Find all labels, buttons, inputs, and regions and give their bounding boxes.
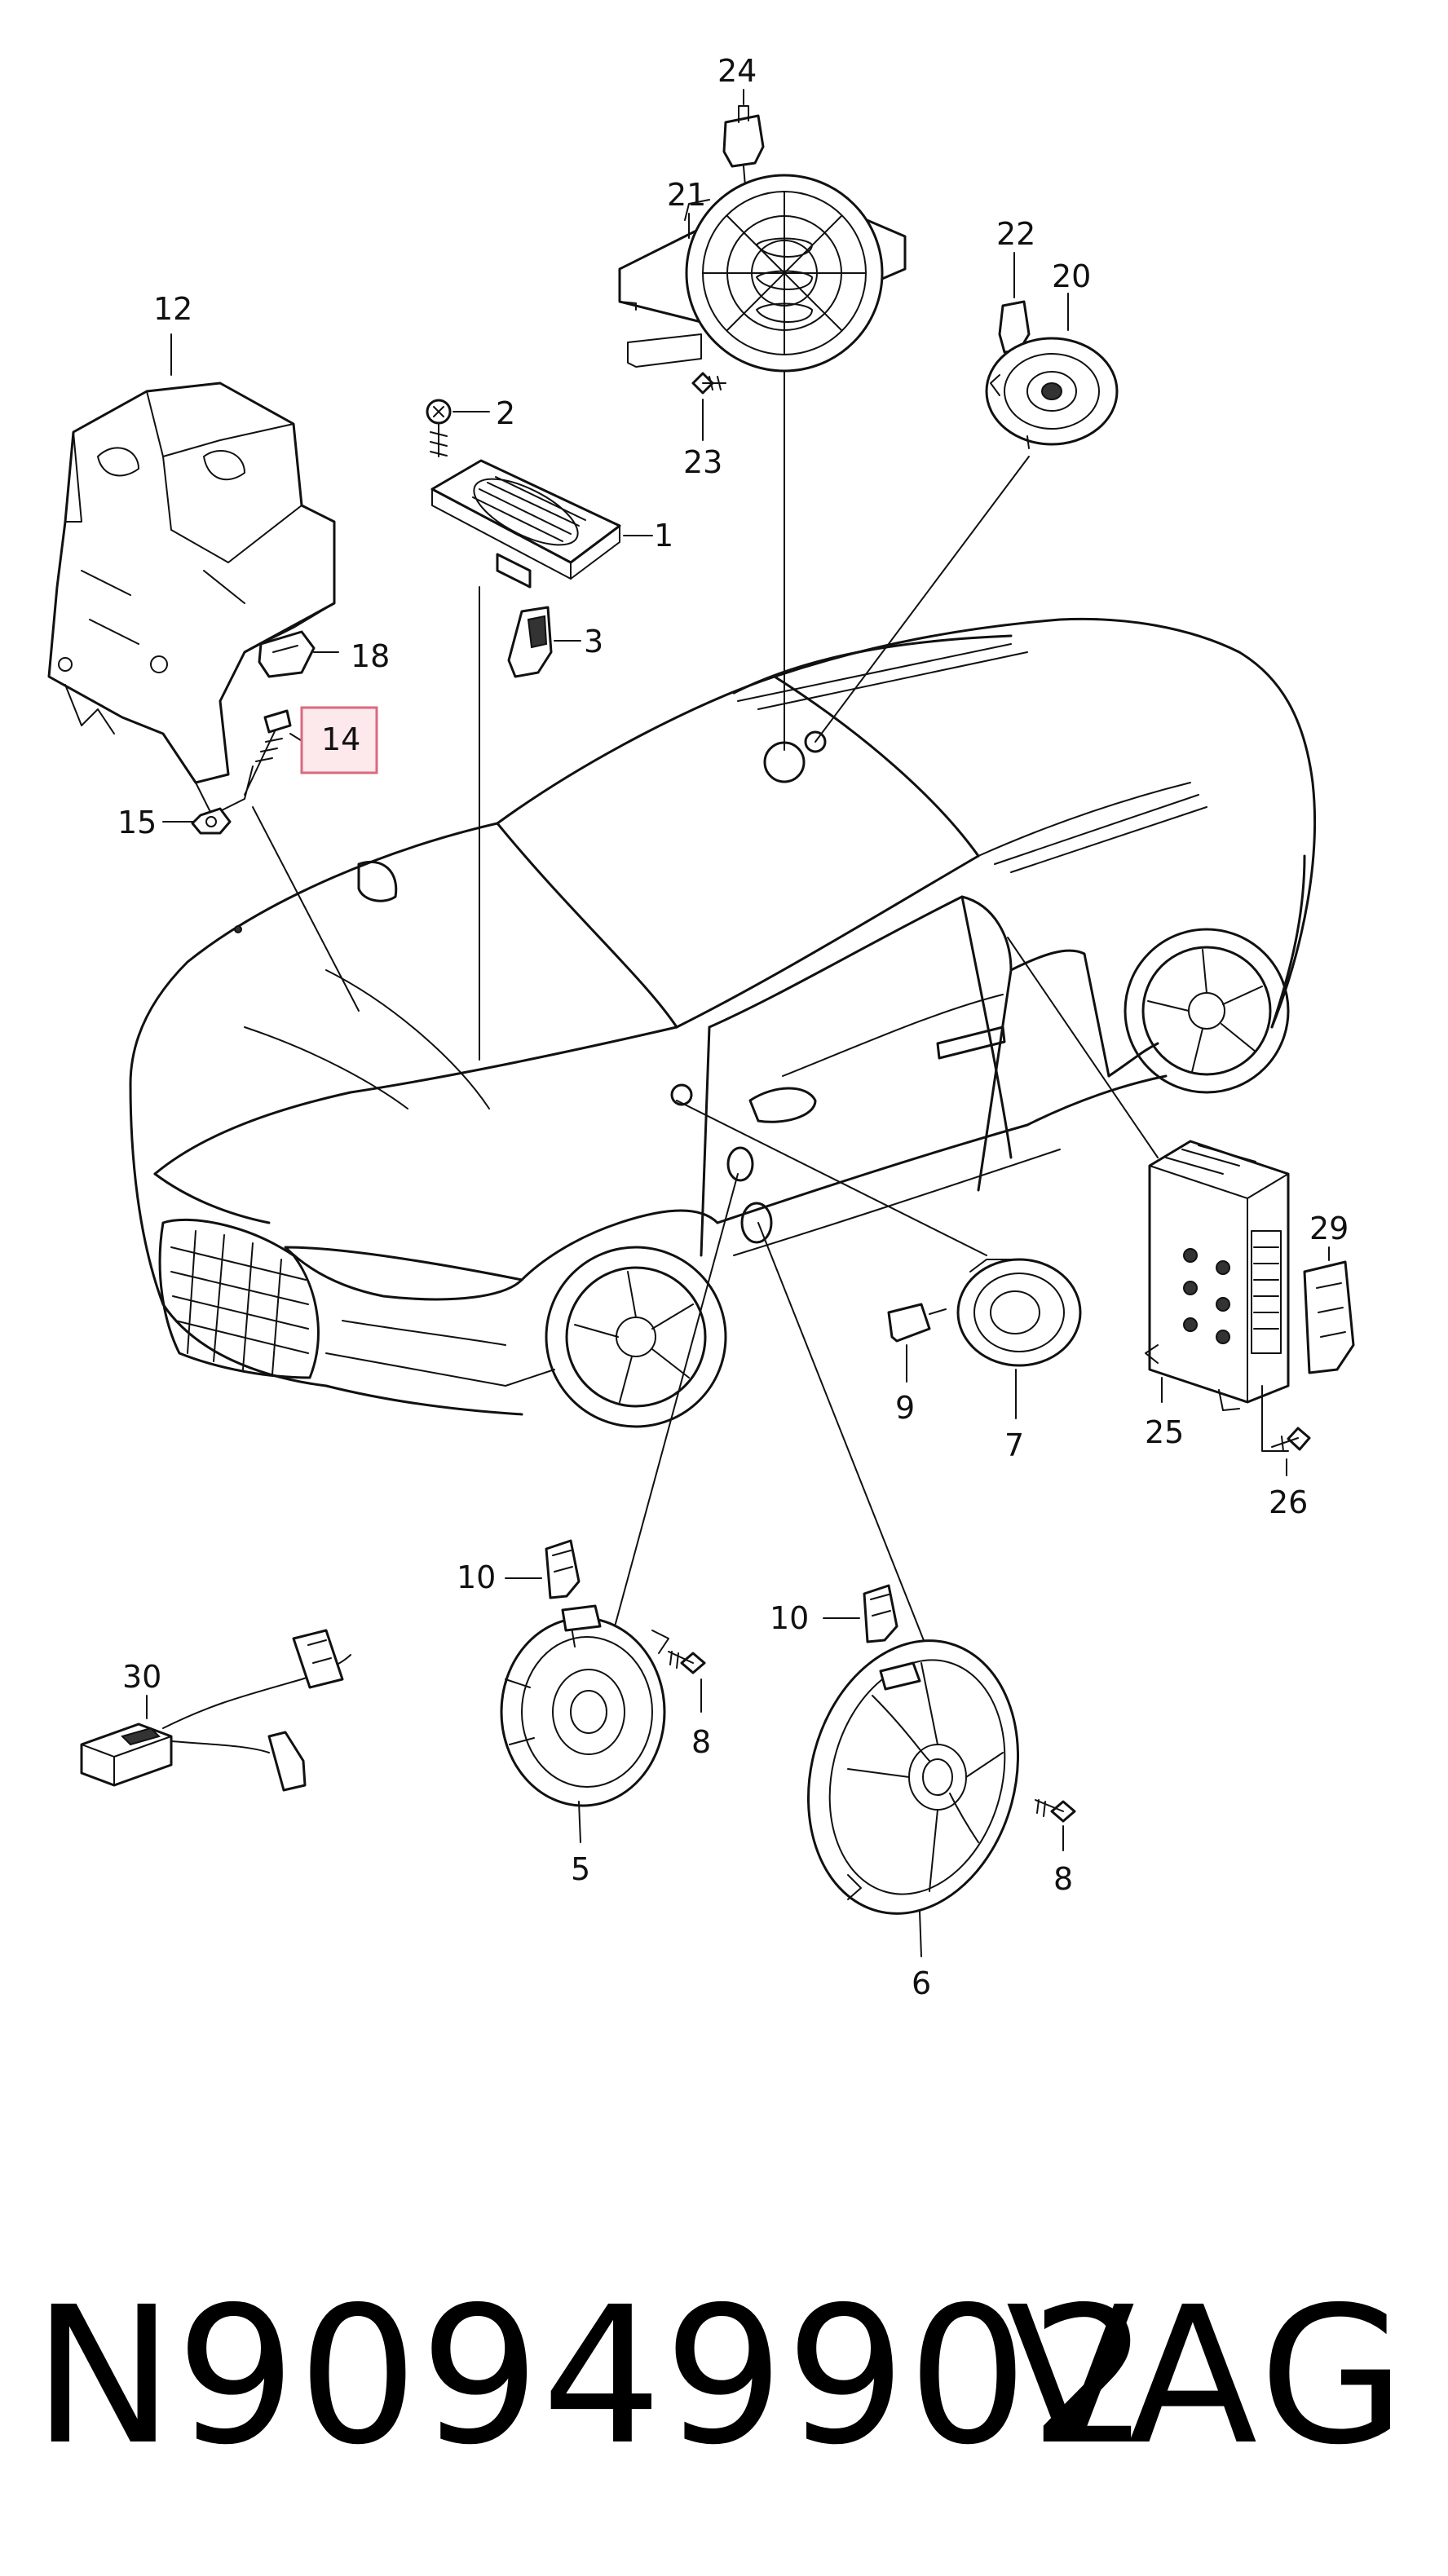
callout-9: 9 xyxy=(895,1390,915,1426)
callout-12: 12 xyxy=(153,291,192,327)
callout-23: 23 xyxy=(683,444,722,480)
highlight-box-14 xyxy=(300,706,378,774)
connector-part-3 xyxy=(507,606,581,678)
callout-labels: 24 21 22 20 12 2 23 1 3 18 14 15 29 9 7 … xyxy=(117,53,1349,2001)
screw-part-2 xyxy=(426,399,490,457)
callout-5: 5 xyxy=(571,1851,590,1887)
brand-name: VAG xyxy=(1005,2266,1410,2486)
screw-part-26 xyxy=(1271,1427,1311,1476)
mid-speaker-part-5 xyxy=(500,1604,669,1843)
bolt-part-14 xyxy=(244,709,304,796)
callout-8-left: 8 xyxy=(691,1724,711,1760)
callout-22: 22 xyxy=(996,216,1035,252)
connector-part-9 xyxy=(887,1303,947,1383)
callout-26: 26 xyxy=(1269,1484,1308,1520)
connector-part-10-left xyxy=(505,1539,581,1599)
subwoofer-part-21 xyxy=(618,174,907,373)
car-body-outline xyxy=(129,617,1317,1428)
callout-15: 15 xyxy=(117,805,157,840)
wiring-harness-part-30 xyxy=(80,1629,351,1792)
screw-part-8-left xyxy=(668,1651,706,1713)
amplifier-bracket-part-12 xyxy=(47,382,336,816)
callout-20: 20 xyxy=(1052,258,1091,294)
callout-18: 18 xyxy=(351,638,390,674)
leader-lines xyxy=(252,366,1159,1656)
callout-10-right: 10 xyxy=(770,1600,809,1636)
center-speaker-part-1 xyxy=(430,459,653,589)
nut-part-15 xyxy=(162,807,232,835)
mounting-points xyxy=(670,730,827,1244)
screw-part-23 xyxy=(691,372,726,441)
callout-7: 7 xyxy=(1004,1427,1024,1463)
tweeter-part-20 xyxy=(985,293,1119,449)
connector-part-10-right xyxy=(823,1584,898,1643)
callout-1: 1 xyxy=(654,518,673,554)
part-number: N90949902 xyxy=(33,2266,1152,2486)
callout-8-right: 8 xyxy=(1053,1861,1073,1897)
connector-part-22 xyxy=(998,252,1031,354)
callout-30: 30 xyxy=(122,1659,161,1695)
callout-10-left: 10 xyxy=(457,1559,496,1595)
callout-2: 2 xyxy=(496,395,515,431)
connector-part-29 xyxy=(1303,1246,1355,1374)
screw-part-8-right xyxy=(1035,1799,1076,1851)
connector-part-24 xyxy=(722,89,765,196)
callout-6: 6 xyxy=(912,1965,931,2001)
callout-25: 25 xyxy=(1145,1414,1184,1450)
control-unit-part-25 xyxy=(1145,1140,1290,1452)
callout-21: 21 xyxy=(667,177,706,213)
door-tweeter-part-7 xyxy=(956,1258,1082,1419)
callout-14: 14 xyxy=(321,721,360,757)
part-number-footer: N90949902 VAG xyxy=(0,2266,1448,2511)
callout-29: 29 xyxy=(1309,1211,1349,1246)
callout-24: 24 xyxy=(717,53,757,89)
clip-part-18 xyxy=(258,630,339,678)
callout-3: 3 xyxy=(584,624,603,659)
bass-speaker-part-6 xyxy=(806,1639,1020,1957)
